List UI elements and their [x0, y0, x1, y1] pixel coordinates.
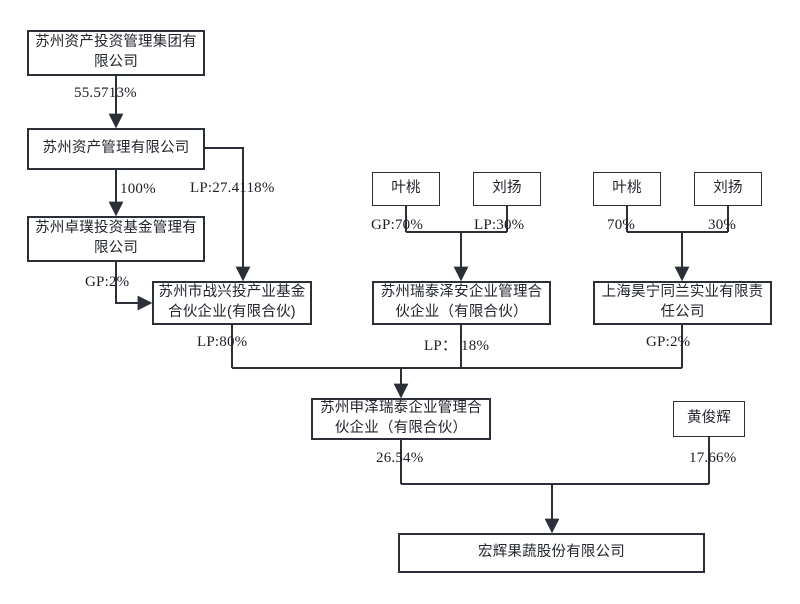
node-suzhou-ruitaizean[interactable]: 苏州瑞泰泽安企业管理合伙企业（有限合伙）: [372, 281, 551, 325]
node-suzhou-zhuopu-fund[interactable]: 苏州卓璞投资基金管理有限公司: [27, 216, 205, 262]
node-suzhou-zhanxingtou-fund[interactable]: 苏州市战兴投产业基金合伙企业(有限合伙): [152, 281, 312, 325]
node-label: 刘扬: [492, 180, 522, 197]
node-honghui-fruit-vegetable[interactable]: 宏辉果蔬股份有限公司: [398, 533, 705, 573]
node-suzhou-asset-mgmt[interactable]: 苏州资产管理有限公司: [27, 128, 205, 170]
node-label: 黄俊辉: [686, 410, 732, 427]
node-person-yetao-middle[interactable]: 叶桃: [372, 172, 440, 206]
edge-label-100: 100%: [120, 181, 156, 197]
node-label: 苏州卓璞投资基金管理有限公司: [35, 220, 197, 256]
node-person-liuyang-middle[interactable]: 刘扬: [473, 172, 541, 206]
edge-label-lp-18: LP： 18%: [424, 338, 490, 354]
node-label: 苏州市战兴投产业基金合伙企业(有限合伙): [158, 284, 306, 320]
edge-label-70: 70%: [607, 217, 636, 233]
node-label: 苏州瑞泰泽安企业管理合伙企业（有限合伙）: [380, 284, 543, 320]
node-label: 苏州资产管理有限公司: [42, 140, 190, 157]
node-label: 叶桃: [391, 180, 421, 197]
node-label: 苏州资产投资管理集团有限公司: [35, 34, 197, 70]
edge-label-lp-80: LP:80%: [197, 334, 248, 350]
edge-label-30: 30%: [708, 217, 737, 233]
edge-label-gp-70: GP:70%: [371, 217, 424, 233]
node-person-yetao-right[interactable]: 叶桃: [593, 172, 661, 206]
node-label: 上海昊宁同兰实业有限责任公司: [601, 284, 764, 320]
node-label: 宏辉果蔬股份有限公司: [478, 544, 625, 561]
node-person-huangjunhui[interactable]: 黄俊辉: [673, 401, 745, 437]
edge-label-lp-27-4118: LP:27.4118%: [190, 180, 275, 196]
edge-label-17-66: 17.66%: [689, 450, 737, 466]
node-label: 刘扬: [713, 180, 743, 197]
node-suzhou-shenzeruitai[interactable]: 苏州申泽瑞泰企业管理合伙企业（有限合伙）: [311, 398, 491, 440]
node-label: 叶桃: [612, 180, 642, 197]
node-label: 苏州申泽瑞泰企业管理合伙企业（有限合伙）: [320, 400, 482, 436]
edge-label-gp-2-left: GP:2%: [85, 274, 130, 290]
edge-assetmgmt-to-zhanxingtou: [205, 147, 251, 282]
node-person-liuyang-right[interactable]: 刘扬: [694, 172, 762, 206]
edge-label-gp-2-right: GP:2%: [646, 334, 691, 350]
edge-label-55-5713: 55.5713%: [74, 85, 137, 101]
edge-label-26-54: 26.54%: [376, 450, 424, 466]
node-shanghai-haoning-tonglan[interactable]: 上海昊宁同兰实业有限责任公司: [593, 281, 772, 325]
node-suzhou-asset-invest-group[interactable]: 苏州资产投资管理集团有限公司: [27, 30, 205, 76]
edge-label-lp-30: LP:30%: [474, 217, 525, 233]
